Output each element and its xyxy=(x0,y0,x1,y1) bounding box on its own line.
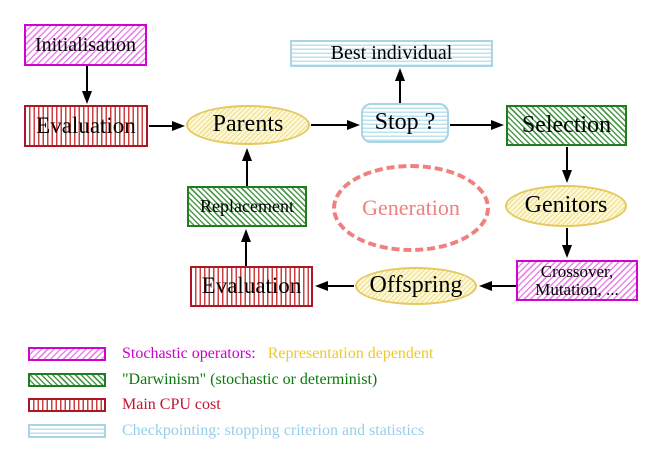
node-genitors: Genitors xyxy=(505,185,627,227)
node-crossover-line2: Mutation, ... xyxy=(535,279,619,299)
legend-stochastic-note: Representation dependent xyxy=(267,345,434,362)
legend-swatch-stochastic xyxy=(28,347,106,361)
node-generation-label: Generation xyxy=(362,195,460,220)
node-replacement: Replacement xyxy=(187,186,307,227)
node-crossover-mutation: Crossover, Mutation, ... xyxy=(516,260,638,301)
node-offspring-label: Offspring xyxy=(369,272,463,299)
node-evaluation-top-label: Evaluation xyxy=(36,112,136,138)
node-evaluation-bottom-label: Evaluation xyxy=(201,273,302,299)
node-initialisation-label: Initialisation xyxy=(34,33,137,56)
legend-row-cpu: Main CPU cost xyxy=(122,396,221,413)
node-crossover-line1: Crossover, xyxy=(540,261,614,281)
node-selection-label: Selection xyxy=(521,111,612,138)
node-evaluation-bottom: Evaluation xyxy=(190,266,313,307)
legend-swatch-checkpointing xyxy=(28,424,106,438)
node-parents: Parents xyxy=(186,105,310,145)
legend-row-darwinism: "Darwinism" (stochastic or determinist) xyxy=(122,371,378,388)
node-best-individual: Best individual xyxy=(290,40,493,67)
legend-row-checkpointing: Checkpointing: stopping criterion and st… xyxy=(122,422,425,439)
legend-swatch-darwinism xyxy=(28,373,106,387)
legend-row-stochastic: Stochastic operators: Representation dep… xyxy=(122,345,433,363)
node-best-individual-label: Best individual xyxy=(330,42,453,64)
node-stop: Stop ? xyxy=(361,103,449,143)
node-evaluation-top: Evaluation xyxy=(24,105,148,147)
node-generation: Generation xyxy=(332,164,490,252)
node-stop-label: Stop ? xyxy=(374,109,436,136)
node-parents-label: Parents xyxy=(212,111,284,138)
node-replacement-label: Replacement xyxy=(200,196,294,217)
node-initialisation: Initialisation xyxy=(24,24,147,66)
node-offspring: Offspring xyxy=(355,267,477,305)
node-genitors-label: Genitors xyxy=(524,192,608,219)
node-selection: Selection xyxy=(506,105,627,146)
legend-stochastic-label: Stochastic operators: xyxy=(122,345,256,362)
legend-swatch-cpu xyxy=(28,398,106,412)
